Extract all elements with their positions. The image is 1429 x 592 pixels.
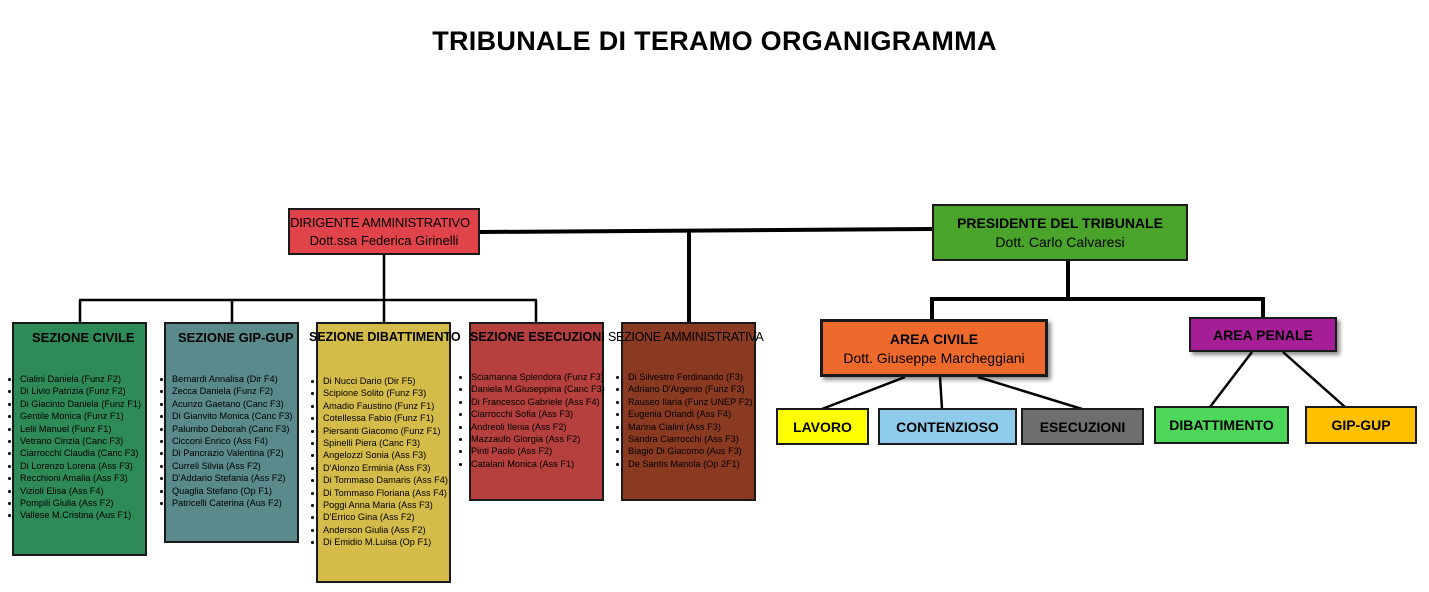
sezione-amministrativa-box — [621, 322, 756, 501]
staff-member: Bernardi Annalisa (Dir F4) — [172, 373, 293, 385]
staff-member: Di Pancrazio Valentina (F2) — [172, 447, 293, 459]
leaf-contenzioso: CONTENZIOSO — [878, 408, 1017, 445]
staff-member: Poggi Anna Maria (Ass F3) — [323, 499, 448, 511]
staff-member: Piersanti Giacomo (Funz F1) — [323, 425, 448, 437]
chart-title: TRIBUNALE DI TERAMO ORGANIGRAMMA — [432, 26, 997, 56]
staff-member: Catalani Monica (Ass F1) — [471, 458, 605, 470]
area-penale-box: AREA PENALE — [1189, 317, 1337, 352]
leaf-gip-gup: GIP-GUP — [1305, 406, 1417, 444]
staff-member: Palumbo Deborah (Canc F3) — [172, 423, 293, 435]
staff-member: Di Gianvito Monica (Canc F3) — [172, 410, 293, 422]
staff-member: Cicconi Enrico (Ass F4) — [172, 435, 293, 447]
staff-member: Cotellessa Fabio (Funz F1) — [323, 412, 448, 424]
sezione-civile-title: SEZIONE CIVILE — [32, 330, 135, 345]
sezione-esecuzioni-title: SEZIONE ESECUZIONI — [470, 330, 605, 344]
sezione-dibattimento-title: SEZIONE DIBATTIMENTO — [309, 330, 461, 344]
staff-member: D'Alonzo Erminia (Ass F3) — [323, 462, 448, 474]
staff-member: Di Tommaso Floriana (Ass F4) — [323, 487, 448, 499]
sezione-amministrativa-title: SEZIONE AMMINISTRATIVA — [608, 330, 764, 344]
staff-member: Ciarrocchi Sofia (Ass F3) — [471, 408, 605, 420]
staff-member: Angelozzi Sonia (Ass F3) — [323, 449, 448, 461]
staff-member: D'Errico Gina (Ass F2) — [323, 511, 448, 523]
staff-member: Gentile Monica (Funz F1) — [20, 410, 141, 422]
staff-member: Curreli Silvia (Ass F2) — [172, 460, 293, 472]
staff-member: Cialini Daniela (Funz F2) — [20, 373, 141, 385]
staff-member: Quaglia Stefano (Op F1) — [172, 485, 293, 497]
leaf-lavoro: LAVORO — [776, 408, 869, 445]
staff-member: Di Lorenzo Lorena (Ass F3) — [20, 460, 141, 472]
staff-member: Zecca Daniela (Funz F2) — [172, 385, 293, 397]
staff-member: Di Livio Patrizia (Funz F2) — [20, 385, 141, 397]
sezione-civile-staff: Cialini Daniela (Funz F2)Di Livio Patriz… — [10, 373, 141, 522]
dirigente-role: DIRIGENTE AMMINISTRATIVO — [290, 215, 470, 230]
staff-member: Scipione Solito (Funz F3) — [323, 387, 448, 399]
staff-member: Spinelli Piera (Canc F3) — [323, 437, 448, 449]
staff-member: Daniela M.Giuseppina (Canc F3) — [471, 383, 605, 395]
staff-member: Ciarrocchi Claudia (Canc F3) — [20, 447, 141, 459]
leaf-dibattimento: DIBATTIMENTO — [1154, 406, 1289, 444]
area-civile-box: AREA CIVILE Dott. Giuseppe Marcheggiani — [820, 319, 1048, 377]
staff-member: Sandra Ciarrocchi (Ass F3) — [628, 433, 752, 445]
staff-member: D'Addario Stefania (Ass F2) — [172, 472, 293, 484]
staff-member: Di Emidio M.Luisa (Op F1) — [323, 536, 448, 548]
presidente-name: Dott. Carlo Calvaresi — [995, 234, 1125, 250]
staff-member: Patricelli Caterina (Aus F2) — [172, 497, 293, 509]
presidente-box: PRESIDENTE DEL TRIBUNALE Dott. Carlo Cal… — [932, 204, 1188, 261]
sezione-esecuzioni-staff: Sciamanna Splendora (Funz F3)Daniela M.G… — [461, 371, 605, 470]
staff-member: Di Francesco Gabriele (Ass F4) — [471, 396, 605, 408]
presidente-role: PRESIDENTE DEL TRIBUNALE — [957, 215, 1163, 231]
staff-member: Vallese M.Cristina (Aus F1) — [20, 509, 141, 521]
staff-member: Mazzaufo Giorgia (Ass F2) — [471, 433, 605, 445]
sezione-gipgup-staff: Bernardi Annalisa (Dir F4)Zecca Daniela … — [162, 373, 293, 509]
staff-member: Di Silvestre Ferdinando (F3) — [628, 371, 752, 383]
staff-member: Vizioli Elisa (Ass F4) — [20, 485, 141, 497]
staff-member: Pinti Paolo (Ass F2) — [471, 445, 605, 457]
sezione-dibattimento-box — [316, 322, 451, 583]
leaf-esecuzioni: ESECUZIONI — [1021, 408, 1144, 445]
area-penale-title: AREA PENALE — [1213, 326, 1313, 343]
staff-member: Anderson Giulia (Ass F2) — [323, 524, 448, 536]
sezione-civile-box — [12, 322, 147, 556]
staff-member: Rauseo Ilaria (Funz UNEP F2) — [628, 396, 752, 408]
sezione-esecuzioni-box — [469, 322, 604, 501]
staff-member: Lelii Manuel (Funz F1) — [20, 423, 141, 435]
staff-member: Di Nucci Dario (Dir F5) — [323, 375, 448, 387]
staff-member: Di Giacinto Daniela (Funz F1) — [20, 398, 141, 410]
staff-member: Eugenia Orlandi (Ass F4) — [628, 408, 752, 420]
dirigente-name: Dott.ssa Federica Girinelli — [309, 233, 459, 248]
staff-member: Acunzo Gaetano (Canc F3) — [172, 398, 293, 410]
sezione-gipgup-box — [164, 322, 299, 543]
staff-member: De Santis Manola (Op 2F1) — [628, 458, 752, 470]
dirigente-box: DIRIGENTE AMMINISTRATIVO Dott.ssa Federi… — [288, 208, 480, 255]
staff-member: Pompili Giulia (Ass F2) — [20, 497, 141, 509]
staff-member: Amadio Faustino (Funz F1) — [323, 400, 448, 412]
area-civile-title: AREA CIVILE — [889, 330, 979, 347]
staff-member: Vetrano Cinzia (Canc F3) — [20, 435, 141, 447]
area-civile-name: Dott. Giuseppe Marcheggiani — [843, 349, 1025, 366]
sezione-dibattimento-staff: Di Nucci Dario (Dir F5)Scipione Solito (… — [313, 375, 448, 549]
sezione-gipgup-title: SEZIONE GIP-GUP — [178, 330, 294, 345]
staff-member: Marina Cialini (Ass F3) — [628, 421, 752, 433]
staff-member: Recchioni Amalia (Ass F3) — [20, 472, 141, 484]
staff-member: Andreoli Ilenia (Ass F2) — [471, 421, 605, 433]
staff-member: Sciamanna Splendora (Funz F3) — [471, 371, 605, 383]
sezione-amministrativa-staff: Di Silvestre Ferdinando (F3)Adriano D'Ar… — [618, 371, 752, 470]
staff-member: Adriano D'Argenio (Funz F3) — [628, 383, 752, 395]
staff-member: Biagio Di Giacomo (Aus F3) — [628, 445, 752, 457]
staff-member: Di Tommaso Damaris (Ass F4) — [323, 474, 448, 486]
